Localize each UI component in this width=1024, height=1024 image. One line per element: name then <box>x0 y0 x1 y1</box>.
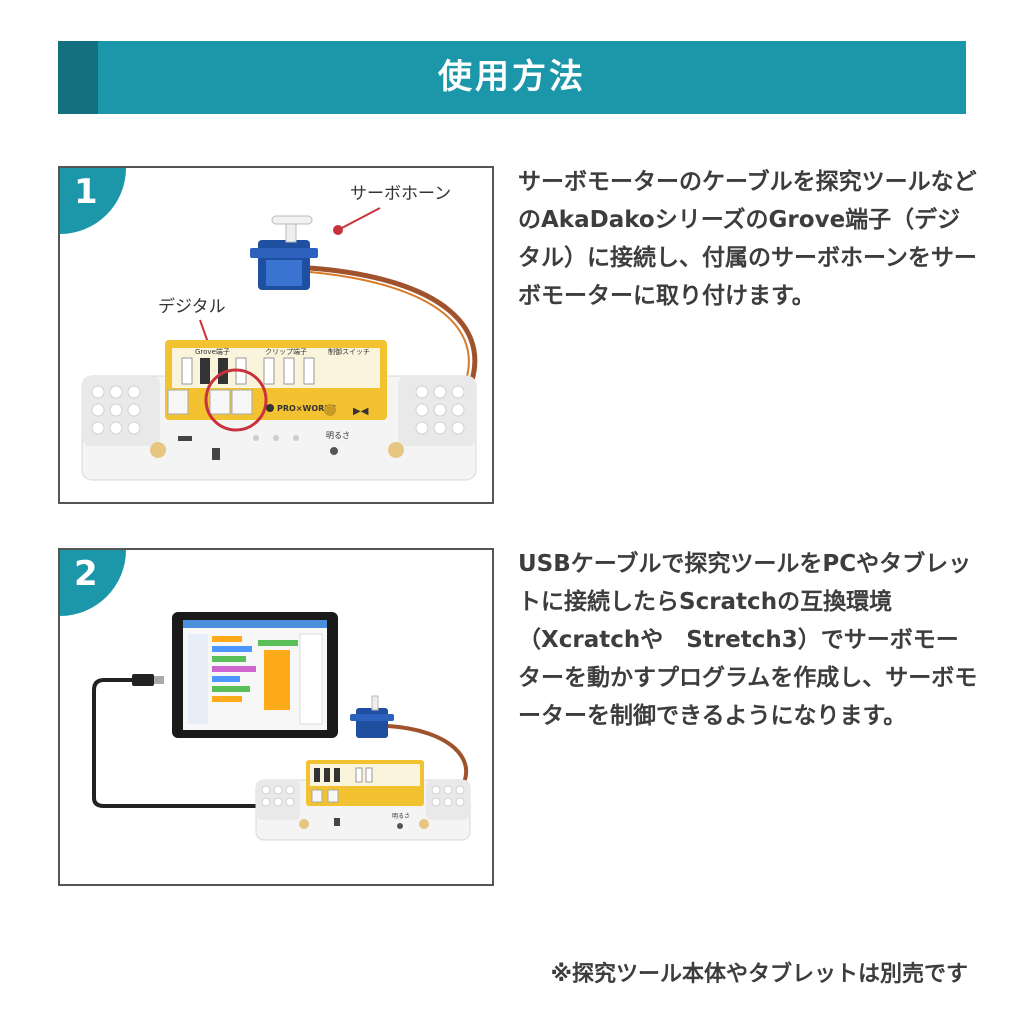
step-2-illustration: 明るさ 2 <box>58 548 494 886</box>
step-1-description: サーボモーターのケーブルを探究ツールなどのAkaDakoシリーズのGrove端子… <box>518 169 977 309</box>
servo-horn-callout-line <box>337 207 381 231</box>
tankyu-tool-board: Grove端子 クリップ端子 制御スイッチ PRO×WORKS ▶◀ <box>81 340 477 481</box>
page-header: 使用方法 <box>58 41 966 114</box>
digital-port-highlight <box>204 368 268 432</box>
step-1-illustration: サーボホーン デジタル Grove端子 クリップ端子 制御スイッチ <box>58 166 494 504</box>
step-2-number: 2 <box>74 554 98 594</box>
scratch-blocks <box>212 636 298 710</box>
step-2-description: USBケーブルで探究ツールをPCやタブレットに接続したらScratchの互換環境… <box>518 551 978 729</box>
step-1-image: サーボホーン デジタル Grove端子 クリップ端子 制御スイッチ <box>81 184 478 481</box>
grove-terminal-label: Grove端子 <box>195 347 230 356</box>
servo-horn-callout-dot <box>333 225 343 235</box>
digital-label: デジタル <box>158 296 226 317</box>
page-title: 使用方法 <box>438 57 586 97</box>
control-switch-label: 制御スイッチ <box>328 347 370 356</box>
board-brand: PRO×WORKS <box>277 404 337 413</box>
step-2-image: 明るさ <box>92 612 471 841</box>
tablet <box>172 612 338 738</box>
svg-text:▶◀: ▶◀ <box>353 406 369 417</box>
clip-terminal-label: クリップ端子 <box>265 347 307 356</box>
header-accent-bar <box>58 41 98 114</box>
brightness-sensor-label: 明るさ <box>326 431 350 440</box>
servo-motor <box>250 215 318 290</box>
tankyu-tool-board: 明るさ <box>255 760 471 841</box>
sold-separately-note: ※探究ツール本体やタブレットは別売です <box>550 962 968 987</box>
servo-horn-label: サーボホーン <box>350 184 451 204</box>
usb-plug <box>132 674 154 686</box>
usb-cable <box>92 678 260 808</box>
brightness-sensor-label: 明るさ <box>392 813 410 820</box>
step-1-number: 1 <box>74 172 98 212</box>
servo-motor <box>350 695 394 738</box>
